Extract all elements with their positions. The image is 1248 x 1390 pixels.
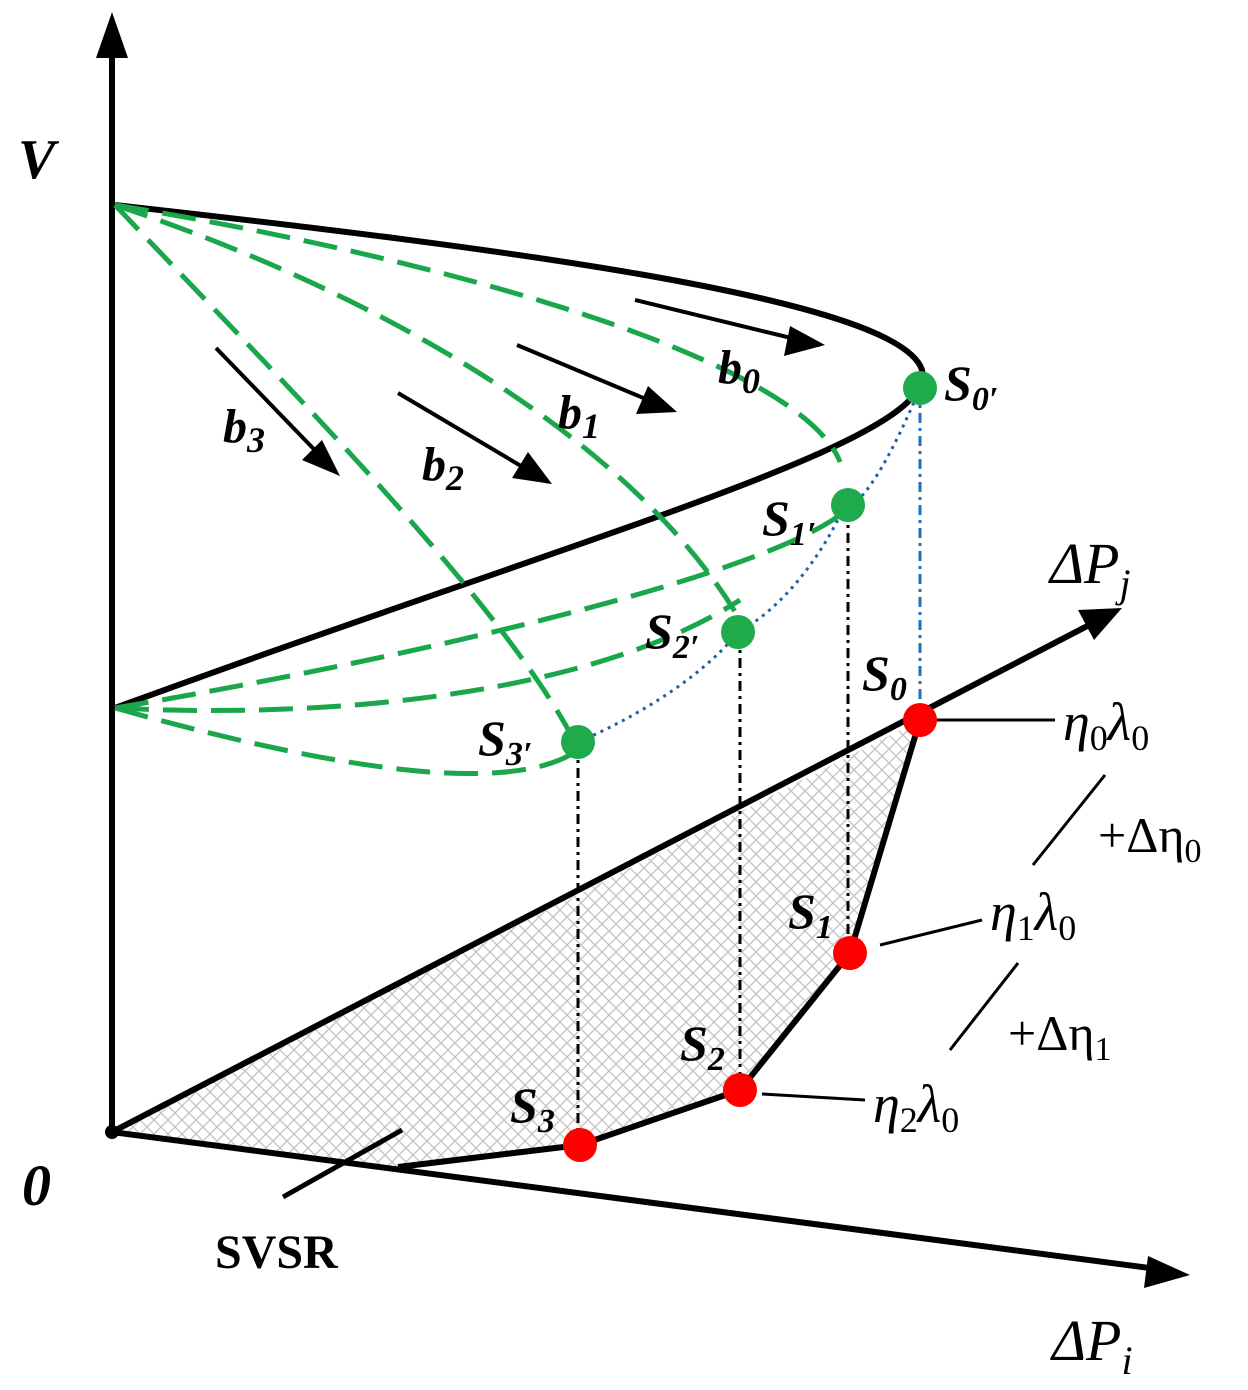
- leader-svsr: [281, 1127, 404, 1200]
- pi-axis: [111, 1129, 1166, 1273]
- point-s0-prime[interactable]: [903, 371, 937, 405]
- upper-nose-locus: [577, 387, 922, 744]
- label-delta-eta0: +Δη0: [1098, 807, 1202, 870]
- axes: [109, 52, 1166, 1273]
- leader-delta0: [1031, 774, 1107, 866]
- v-axis-arrowhead: [96, 12, 128, 58]
- arrowhead-b3: [302, 440, 340, 476]
- pv-curve-b2-upper: [114, 202, 743, 622]
- v-axis-label: V: [18, 129, 60, 191]
- point-s3[interactable]: [563, 1128, 597, 1162]
- label-b0: b0: [718, 341, 760, 401]
- origin-dot: [105, 1125, 119, 1139]
- label-s0-prime: S0′: [944, 355, 998, 418]
- label-s2-prime: S2′: [645, 603, 699, 666]
- pv-curves-green: [113, 202, 843, 777]
- label-eta2-lambda0: η2λ0: [873, 1074, 959, 1140]
- label-s1: S1: [788, 883, 833, 946]
- pj-axis-arrowhead: [1078, 608, 1122, 640]
- pv-curve-b1-lower: [114, 512, 842, 711]
- point-s2[interactable]: [723, 1073, 757, 1107]
- leader-eta2: [761, 1092, 866, 1102]
- pv-curve-b3-lower: [114, 705, 577, 777]
- label-s0: S0: [862, 645, 907, 708]
- pi-axis-label: ΔPi: [1050, 1308, 1133, 1383]
- point-s0[interactable]: [903, 703, 937, 737]
- label-b1: b1: [558, 386, 600, 446]
- label-b2: b2: [422, 438, 464, 498]
- label-eta1-lambda0: η1λ0: [990, 882, 1076, 948]
- label-eta0-lambda0: η0λ0: [1063, 692, 1149, 758]
- label-s3: S3: [510, 1077, 555, 1140]
- leader-eta1: [879, 918, 983, 947]
- label-delta-eta1: +Δη1: [1008, 1005, 1112, 1068]
- svsr-region: [112, 720, 920, 1167]
- pj-axis-label: ΔPj: [1048, 531, 1131, 606]
- pv-curve-b1-upper: [114, 202, 843, 463]
- point-s1-prime[interactable]: [831, 488, 865, 522]
- pv-curve-b3-upper: [113, 203, 578, 744]
- point-s2-prime[interactable]: [721, 615, 755, 649]
- label-s3-prime: S3′: [478, 710, 532, 773]
- pv-curve-b2-lower: [114, 597, 742, 713]
- leader-lines: [281, 718, 1107, 1200]
- arrowhead-b0: [784, 326, 825, 356]
- pv-nose-curve: [113, 202, 926, 711]
- pi-axis-arrowhead: [1144, 1256, 1190, 1288]
- label-s2: S2: [680, 1015, 725, 1078]
- upper-points: [561, 371, 937, 759]
- svsr-label: SVSR: [215, 1226, 339, 1279]
- lower-points: [563, 703, 937, 1162]
- arrowhead-b1: [636, 386, 677, 414]
- label-b3: b3: [223, 400, 265, 460]
- arrowhead-b2: [512, 452, 552, 484]
- leader-delta1: [948, 962, 1020, 1051]
- point-s3-prime[interactable]: [561, 725, 595, 759]
- origin-label: 0: [22, 1153, 51, 1218]
- pj-axis: [110, 619, 1097, 1135]
- label-s1-prime: S1′: [762, 490, 816, 553]
- point-s1[interactable]: [833, 936, 867, 970]
